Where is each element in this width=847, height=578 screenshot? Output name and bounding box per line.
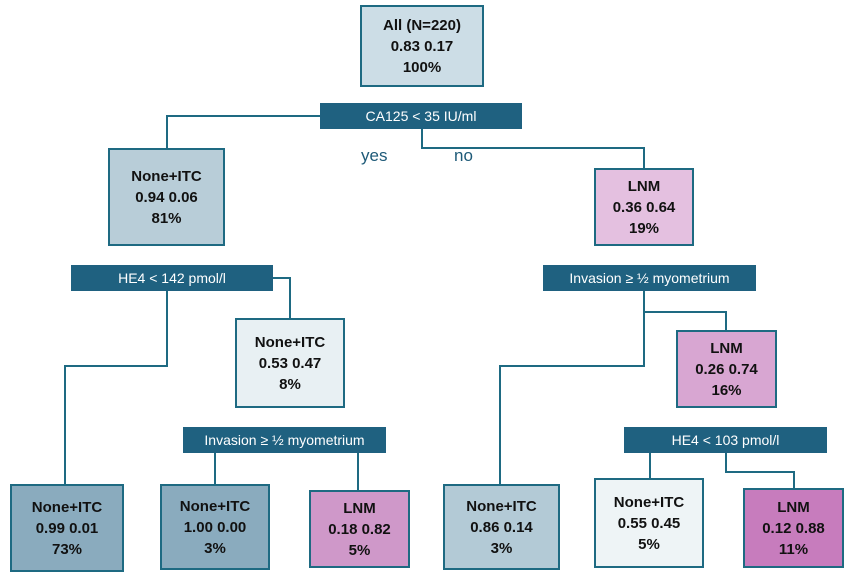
- leaf-node-4: None+ITC 0.86 0.14 3%: [443, 484, 560, 570]
- branch-yes-label: yes: [361, 146, 388, 165]
- left-split-label: HE4 < 142 pmol/l: [71, 265, 273, 291]
- node-probs: 0.99 0.01: [35, 519, 99, 537]
- edge-rightright-to-leaf6: [725, 452, 795, 488]
- node-percent: 19%: [628, 219, 660, 237]
- node-title: LNM: [777, 498, 810, 516]
- leaf-node-6: LNM 0.12 0.88 11%: [743, 488, 844, 568]
- node-probs: 0.12 0.88: [762, 519, 825, 537]
- root-node: All (N=220) 0.83 0.17 100%: [360, 5, 484, 87]
- right-right-node: LNM 0.26 0.74 16%: [676, 330, 777, 408]
- node-percent: 3%: [490, 539, 513, 557]
- left-right-node: None+ITC 0.53 0.47 8%: [235, 318, 345, 408]
- left-node: None+ITC 0.94 0.06 81%: [108, 148, 225, 246]
- edge-left-to-leftright: [273, 277, 291, 318]
- node-percent: 73%: [51, 540, 83, 558]
- node-probs: 0.36 0.64: [612, 198, 676, 216]
- leaf-node-5: None+ITC 0.55 0.45 5%: [594, 478, 704, 568]
- leaf-node-1: None+ITC 0.99 0.01 73%: [10, 484, 124, 572]
- node-title: LNM: [627, 177, 661, 195]
- left-right-split-label: Invasion ≥ ½ myometrium: [183, 427, 386, 453]
- node-percent: 3%: [204, 539, 226, 557]
- node-probs: 0.86 0.14: [470, 518, 533, 536]
- node-title: LNM: [710, 339, 743, 357]
- right-right-split-label: HE4 < 103 pmol/l: [624, 427, 827, 453]
- edge-left-to-leaf1: [64, 291, 168, 484]
- node-percent: 5%: [348, 541, 371, 559]
- edge-right-to-leaf4: [499, 291, 645, 484]
- leaf-node-2: None+ITC 1.00 0.00 3%: [160, 484, 270, 570]
- node-probs: 0.26 0.74: [695, 360, 758, 378]
- node-probs: 1.00 0.00: [183, 518, 247, 536]
- node-title: LNM: [343, 499, 376, 517]
- edge-right-to-rightright: [644, 311, 727, 330]
- node-title: All (N=220): [383, 16, 461, 34]
- node-probs: 0.83 0.17: [390, 37, 454, 55]
- node-percent: 16%: [711, 381, 742, 399]
- right-split-label: Invasion ≥ ½ myometrium: [543, 265, 756, 291]
- node-title: None+ITC: [31, 498, 103, 516]
- root-split-label: CA125 < 35 IU/ml: [320, 103, 522, 129]
- node-percent: 11%: [778, 540, 809, 558]
- right-node: LNM 0.36 0.64 19%: [594, 168, 694, 246]
- node-probs: 0.55 0.45: [617, 514, 681, 532]
- node-title: None+ITC: [254, 333, 326, 351]
- node-title: None+ITC: [131, 167, 202, 185]
- node-probs: 0.18 0.82: [328, 520, 391, 538]
- node-percent: 5%: [638, 535, 660, 553]
- node-title: None+ITC: [179, 497, 251, 515]
- edge-root-to-right: [421, 129, 645, 168]
- node-probs: 0.94 0.06: [135, 188, 198, 206]
- node-percent: 81%: [151, 209, 182, 227]
- node-title: None+ITC: [613, 493, 685, 511]
- leaf-node-3: LNM 0.18 0.82 5%: [309, 490, 410, 568]
- node-percent: 8%: [279, 375, 301, 393]
- branch-no-label: no: [454, 146, 473, 165]
- node-title: None+ITC: [466, 497, 537, 515]
- node-probs: 0.53 0.47: [258, 354, 322, 372]
- edge-root-to-left: [166, 115, 320, 150]
- node-percent: 100%: [402, 58, 442, 76]
